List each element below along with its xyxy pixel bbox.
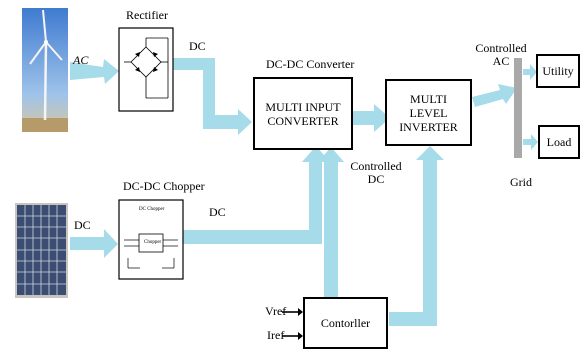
ac-label: AC (73, 53, 89, 67)
controlled-dc-label: Controlled DC (350, 159, 402, 186)
reference-input-arrows (282, 308, 303, 340)
dc-solar-label: DC (74, 218, 91, 232)
iref-label: Iref (267, 328, 285, 342)
arrow-chopper-to-converter (183, 146, 330, 244)
grid-bar (514, 58, 522, 158)
wind-turbine-image (22, 8, 68, 132)
solar-panel-image (15, 203, 68, 298)
arrow-rectifier-to-converter (173, 58, 252, 135)
load-box: Load (538, 125, 580, 159)
rectifier-title: Rectifier (126, 8, 168, 22)
arrow-grid-to-load (523, 134, 538, 150)
arrow-wind-to-rectifier (70, 59, 119, 84)
power-flow-arrows (70, 58, 538, 326)
arrow-controller-to-converter (318, 147, 344, 298)
controller-box: Contorller (303, 297, 388, 349)
arrow-solar-to-chopper (70, 229, 118, 258)
chopper-inner-block-label: Chopper (144, 240, 162, 245)
rectifier-block (118, 27, 174, 112)
dcdc-chopper-title: DC-DC Chopper (123, 179, 205, 193)
controller-label: Contorller (320, 316, 371, 330)
dcdc-converter-title: DC-DC Converter (266, 57, 355, 71)
load-label: Load (546, 135, 572, 149)
dc-chopper-out-label: DC (209, 205, 226, 219)
multi-input-converter-box: MULTI INPUT CONVERTER (253, 77, 353, 150)
arrow-controller-to-inverter (389, 146, 444, 326)
arrow-grid-to-utility (523, 64, 537, 80)
grid-label: Grid (510, 175, 532, 189)
vref-label: Vref (265, 304, 287, 318)
controlled-ac-label: Controlled AC (475, 41, 527, 68)
chopper-inner-title: DC Chopper (139, 207, 165, 212)
multi-level-inverter-box: MULTI LEVEL INVERTER (385, 79, 472, 146)
dc-top-label: DC (189, 39, 206, 53)
utility-box: Utility (536, 54, 580, 88)
arrow-converter-to-inverter (353, 104, 390, 132)
dc-chopper-block (118, 199, 184, 280)
utility-label: Utility (542, 64, 574, 78)
multi-input-converter-label: MULTI INPUT CONVERTER (265, 99, 341, 128)
multi-level-inverter-label: MULTI LEVEL INVERTER (399, 91, 458, 134)
arrow-inverter-to-grid (472, 84, 517, 107)
